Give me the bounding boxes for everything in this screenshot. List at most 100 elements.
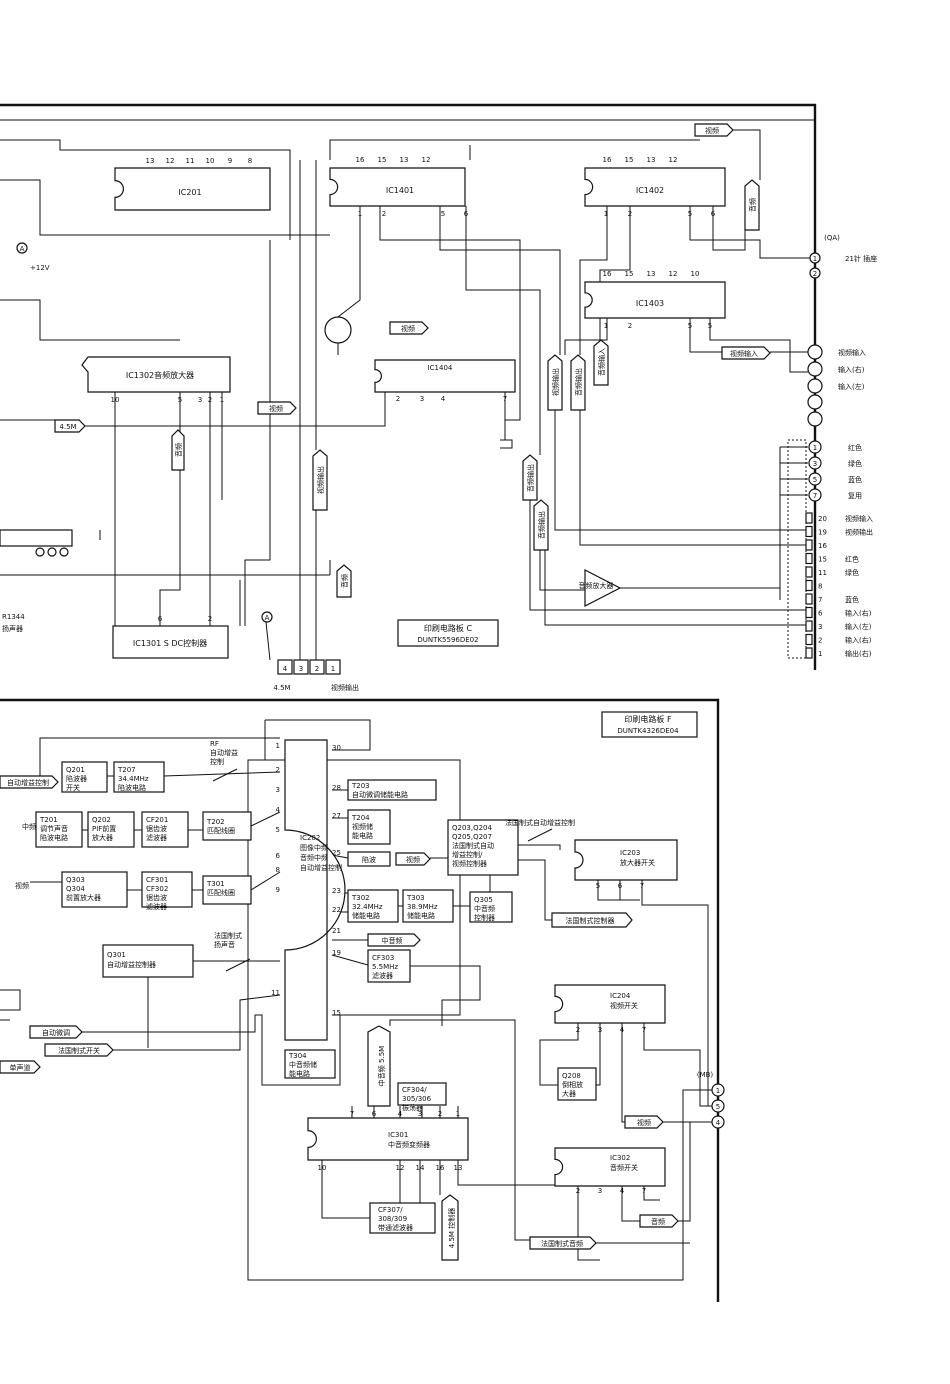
board-c-wire	[554, 410, 806, 531]
tag-audio-out-2-text: 音频输出	[574, 368, 583, 396]
board-f-code: DUNTK4326DE04	[617, 727, 679, 735]
tag-french-ctrl-text: 法国制式控制器	[566, 916, 615, 925]
tag-mid-audio-55-text: 中音频 5.5M	[377, 1046, 386, 1086]
marker-a-top	[16, 242, 28, 254]
board-c-wire	[244, 240, 271, 626]
scart-pin-number: 7	[818, 596, 822, 604]
ic202-pin-right: 27	[332, 812, 341, 820]
av-jack	[807, 344, 823, 360]
q201-box	[61, 761, 108, 793]
tag-video-2	[389, 321, 429, 335]
ic301-pin-top: 7	[350, 1110, 354, 1118]
scart-pin	[805, 620, 813, 632]
marker-a-bottom-label: A	[265, 614, 270, 622]
scart-pin-label: 输入(右)	[845, 609, 872, 618]
q207-box	[113, 761, 165, 793]
t302-box	[347, 889, 399, 923]
board-c-wire	[579, 206, 608, 355]
ic202-pin-right: 30	[332, 744, 341, 752]
ic301-pin-top: 6	[372, 1110, 377, 1118]
tag-video-2-text: 视频	[401, 324, 415, 333]
ic1402-chip	[584, 167, 726, 207]
bottom-connector-pin	[277, 659, 293, 675]
transistor-symbol	[324, 316, 352, 344]
av-jack	[807, 361, 823, 377]
tag-audio-in	[593, 339, 609, 386]
board-f-wire	[518, 859, 552, 921]
mb-pin	[711, 1083, 725, 1097]
qa-pin-2-label: 2	[813, 270, 817, 278]
av-jack-label: 输入(左)	[838, 382, 865, 391]
board-c-title-box	[397, 619, 499, 647]
board-f-wire	[643, 1023, 712, 1107]
ic301-chip	[307, 1117, 469, 1161]
ic301-pin-bottom: 10	[318, 1164, 327, 1172]
label-21pin: 21针 插座	[845, 254, 877, 263]
scart-pin-number: 20	[818, 515, 827, 523]
ic202-pin-left: 2	[276, 766, 280, 774]
ic1402-pin-b: 5	[688, 210, 692, 218]
board-f-wire	[643, 1186, 660, 1201]
tag-45m-ctrl-text: 4.5M 控制器	[447, 1208, 456, 1248]
ic1402-pin: 15	[625, 156, 634, 164]
tag-audio-bottom-text: 音频	[340, 574, 349, 588]
ic1404-chip	[374, 359, 516, 393]
tag-mono	[0, 1060, 41, 1074]
ic202-pin-left: 5	[276, 826, 280, 834]
board-f-wire	[250, 811, 281, 827]
q305-box	[469, 891, 513, 923]
tag-audio-out-2	[570, 354, 586, 411]
ic202-pin-left: 9	[276, 886, 280, 894]
variable-resistor-icon	[225, 958, 251, 972]
ic1401-pin-b: 1	[358, 210, 362, 218]
t204-box	[347, 809, 391, 845]
scart-pin	[805, 512, 813, 524]
board-c-wire	[159, 392, 181, 626]
bottom-connector-pin-label: 3	[299, 665, 303, 673]
ic202-pin-left: 4	[276, 806, 281, 814]
tag-mono-text: 单声道	[10, 1063, 31, 1072]
tag-45m-text: 4.5M	[59, 423, 76, 431]
qa-pin-1	[809, 252, 821, 264]
ic204-pin: 7	[642, 1026, 646, 1034]
scart-pin-number: 15	[818, 556, 827, 564]
ic1402-pin: 16	[603, 156, 612, 164]
av-jack-label: 输入(右)	[838, 365, 865, 374]
ic1403-pin-b: 1	[604, 322, 608, 330]
rgb-pin	[808, 440, 822, 454]
ic202-pin-left: 6	[276, 852, 281, 860]
tag-agc	[0, 775, 59, 789]
scart-pin	[805, 539, 813, 551]
ic1302-label: IC1302音频放大器	[126, 370, 194, 380]
ic302-pin: 3	[598, 1187, 602, 1195]
board-c-wire	[0, 139, 291, 240]
scart-pin-label: 红色	[845, 555, 859, 564]
ic301-pin-top: 1	[456, 1110, 460, 1118]
board-c-wire	[0, 179, 330, 236]
board-f-wire	[410, 965, 481, 1026]
ic201-pin: 8	[248, 157, 252, 165]
scart-pin-label: 输出(右)	[845, 649, 872, 658]
scart-pin	[805, 525, 813, 538]
tag-audio-v	[744, 179, 760, 231]
r1344-label: R1344	[2, 613, 25, 621]
tag-auto-fine-tune	[29, 1025, 83, 1039]
scart-pin-number: 1	[818, 650, 822, 658]
qa-connector-label: (QA)	[824, 234, 840, 242]
board-f-wire	[597, 880, 640, 901]
rgb-pin-number: 7	[813, 492, 817, 500]
mb-pin-number: 4	[716, 1119, 721, 1127]
